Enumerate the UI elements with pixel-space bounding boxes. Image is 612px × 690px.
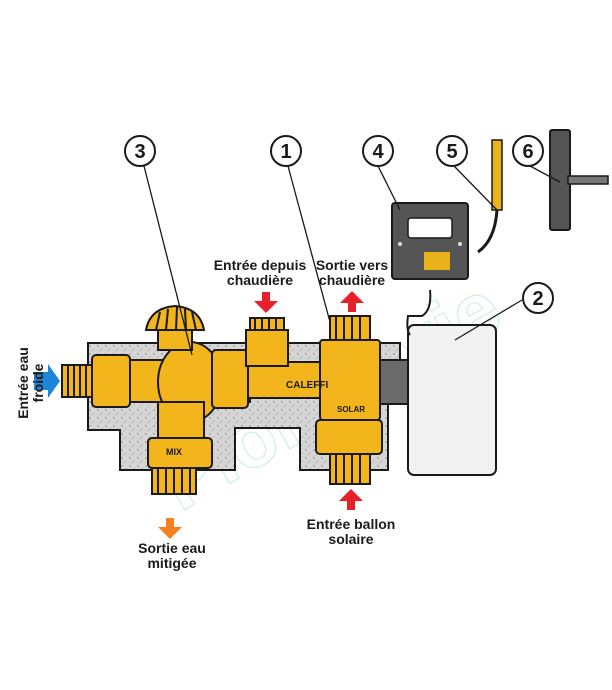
callout-5-number: 5	[446, 141, 457, 163]
flow-arrow-icon	[339, 489, 363, 510]
callout-4: 4	[362, 135, 394, 167]
callout-1-number: 1	[280, 141, 291, 163]
label-to-boiler-line1: Sortie vers	[315, 257, 389, 273]
label-from-boiler-line1: Entrée depuis	[213, 257, 307, 273]
label-cold-inlet-line2: froide	[30, 363, 46, 403]
callout-4-number: 4	[372, 141, 384, 163]
flow-arrow-icon	[34, 364, 60, 398]
callout-2-number: 2	[532, 288, 543, 310]
flow-arrow-icon	[158, 518, 182, 539]
solar-marking: SOLAR	[337, 405, 365, 414]
mix-knob-marking: MIX	[166, 447, 182, 457]
label-mixed-outlet-line2: mitigée	[147, 555, 197, 571]
thermostat-control	[391, 202, 469, 336]
callout-1: 1	[270, 135, 302, 167]
label-solar-tank-line1: Entrée ballon	[306, 516, 396, 532]
label-to-boiler-line2: chaudière	[318, 272, 386, 288]
callout-2: 2	[522, 282, 554, 314]
label-solar-tank-line2: solaire	[328, 531, 374, 547]
callout-6-number: 6	[522, 141, 533, 163]
label-to-boiler: Sortie vers chaudière	[306, 258, 398, 288]
temperature-probe	[477, 139, 503, 254]
flow-arrow-icon	[254, 292, 278, 313]
leader-lines	[143, 165, 561, 356]
label-cold-inlet-line1: Entrée eau	[15, 347, 31, 419]
callout-3-number: 3	[134, 141, 145, 163]
flow-arrow-icon	[340, 291, 364, 312]
label-from-boiler: Entrée depuis chaudière	[210, 258, 310, 288]
brand-marking: CALEFFI	[286, 380, 328, 391]
callout-3: 3	[124, 135, 156, 167]
label-solar-tank: Entrée ballon solaire	[292, 517, 410, 547]
label-cold-inlet: Entrée eau froide	[15, 343, 46, 423]
label-mixed-outlet-line1: Sortie eau	[138, 540, 206, 556]
actuator-box	[407, 324, 497, 476]
label-mixed-outlet: Sortie eau mitigée	[124, 541, 220, 571]
callout-5: 5	[436, 135, 468, 167]
thermometer-icon	[549, 129, 609, 231]
label-from-boiler-line2: chaudière	[226, 272, 294, 288]
callout-6: 6	[512, 135, 544, 167]
valve-body	[61, 304, 417, 495]
